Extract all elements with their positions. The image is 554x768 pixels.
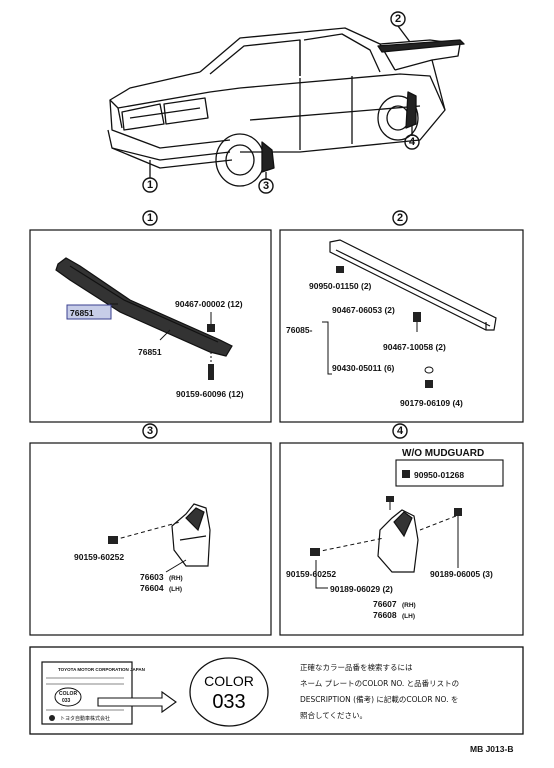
svg-text:90159-60096 (12): 90159-60096 (12): [176, 389, 244, 399]
svg-text:90159-60252: 90159-60252: [74, 552, 124, 562]
svg-text:76607: 76607: [373, 599, 397, 609]
color-number-badge: COLOR 033: [189, 657, 269, 727]
svg-text:76608: 76608: [373, 610, 397, 620]
clip-icon: [413, 312, 421, 332]
arrow-right-icon: [97, 690, 177, 714]
svg-text:(LH): (LH): [402, 613, 415, 620]
svg-text:COLOR: COLOR: [59, 691, 77, 697]
svg-text:(RH): (RH): [402, 602, 416, 609]
panel-3: 3 90159-60252 76603 (RH) 76604 (LH): [29, 423, 272, 636]
svg-text:(LH): (LH): [169, 586, 182, 593]
rear-spoiler-part: [329, 239, 497, 331]
bolt-icon: [454, 508, 462, 516]
panel-2: 2 90950-01150 (2) 90467-06053 (2) 76085-…: [279, 210, 524, 423]
color-note-box: TOYOTA MOTOR CORPORATION JAPAN COLOR 033…: [29, 646, 524, 735]
svg-text:76604: 76604: [140, 583, 164, 593]
panel-4: 4 W/O MUDGUARD 90950-01268 90159-60252 9…: [279, 423, 524, 636]
clip-icon: [207, 312, 215, 332]
svg-text:90179-06109 (4): 90179-06109 (4): [400, 398, 463, 408]
svg-text:90189-06005 (3): 90189-06005 (3): [430, 569, 493, 579]
svg-text:W/O MUDGUARD: W/O MUDGUARD: [402, 448, 484, 459]
svg-text:033: 033: [62, 698, 71, 704]
nut-icon: [336, 266, 344, 273]
svg-text:3: 3: [263, 180, 269, 192]
diagram-code: MB J013-B: [470, 744, 513, 754]
svg-text:76085-: 76085-: [286, 325, 313, 335]
svg-text:76851: 76851: [138, 347, 162, 357]
mudguard-part: [171, 503, 211, 567]
washer-icon: [424, 366, 434, 374]
svg-text:2: 2: [395, 13, 401, 25]
svg-text:DESCRIPTION (備考) に記載のCOLOR NO.: DESCRIPTION (備考) に記載のCOLOR NO. を: [300, 694, 458, 704]
car-callout-3: 3: [258, 178, 274, 194]
svg-text:4: 4: [409, 136, 416, 148]
car-illustration: [107, 25, 465, 187]
svg-text:76603: 76603: [140, 572, 164, 582]
screw-icon: [108, 536, 118, 544]
mudguard-part: [377, 509, 419, 573]
car-callout-1: 1: [142, 177, 158, 193]
svg-text:(RH): (RH): [169, 575, 183, 582]
svg-text:90430-05011 (6): 90430-05011 (6): [332, 363, 395, 373]
name-plate: TOYOTA MOTOR CORPORATION JAPAN COLOR 033…: [41, 661, 145, 725]
bolt-icon: [425, 380, 433, 388]
svg-text:3: 3: [147, 425, 153, 437]
car-callout-2: 2: [390, 11, 406, 27]
panel-1: 1 76851 76851 90467-00002 (12) 90159-600…: [29, 210, 272, 423]
clip-icon: [386, 496, 394, 502]
svg-text:1: 1: [147, 179, 153, 191]
svg-text:2: 2: [397, 212, 403, 224]
svg-text:90189-06029 (2): 90189-06029 (2): [330, 584, 393, 594]
svg-text:4: 4: [397, 425, 404, 437]
svg-text:COLOR: COLOR: [204, 673, 254, 689]
svg-text:76851: 76851: [70, 308, 94, 318]
svg-text:トヨタ自動車株式会社: トヨタ自動車株式会社: [60, 715, 110, 722]
front-spoiler-part: [55, 257, 233, 357]
svg-text:90159-60252: 90159-60252: [286, 569, 336, 579]
part-76851-highlight[interactable]: [66, 304, 112, 320]
car-callout-4: 4: [404, 134, 420, 150]
screw-icon: [208, 352, 214, 380]
svg-text:照合してください。: 照合してください。: [300, 710, 367, 720]
screw-icon: [310, 548, 320, 556]
svg-text:ネーム プレートのCOLOR NO. と品番リストの: ネーム プレートのCOLOR NO. と品番リストの: [300, 678, 459, 688]
svg-text:TOYOTA MOTOR CORPORATION JAPAN: TOYOTA MOTOR CORPORATION JAPAN: [58, 667, 145, 672]
svg-text:90467-00002 (12): 90467-00002 (12): [175, 299, 243, 309]
svg-text:90950-01150 (2): 90950-01150 (2): [309, 281, 372, 291]
svg-text:90467-10058 (2): 90467-10058 (2): [383, 342, 446, 352]
plug-icon: [402, 470, 410, 478]
svg-text:90467-06053 (2): 90467-06053 (2): [332, 305, 395, 315]
svg-text:1: 1: [147, 212, 153, 224]
svg-text:033: 033: [212, 691, 245, 713]
svg-text:90950-01268: 90950-01268: [414, 470, 464, 480]
svg-text:正確なカラー品番を検索するには: 正確なカラー品番を検索するには: [300, 662, 413, 672]
